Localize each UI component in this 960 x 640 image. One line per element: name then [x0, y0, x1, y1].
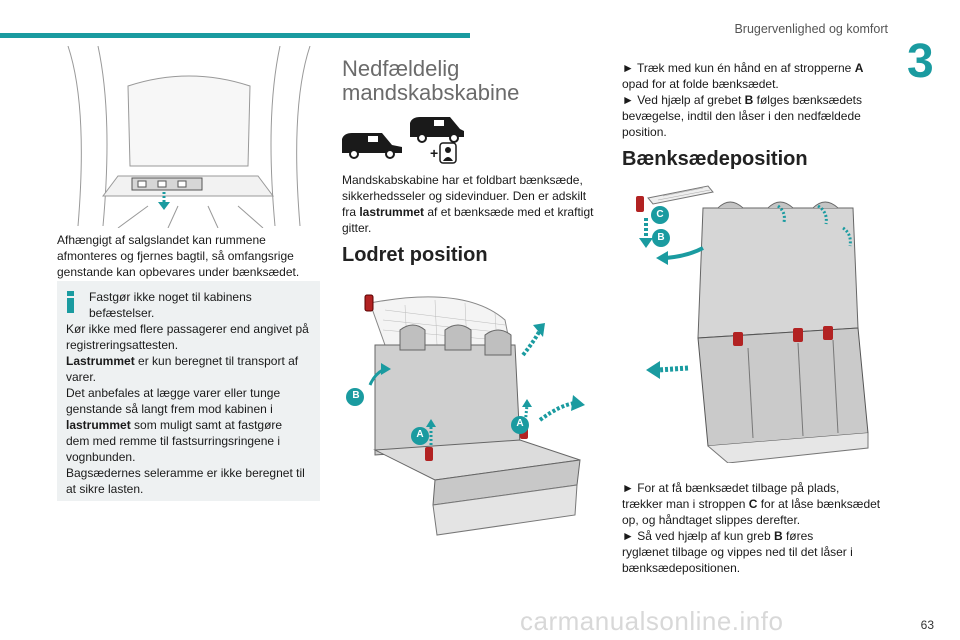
step-3-post: for at låse bænksædet	[757, 497, 881, 511]
info-icon	[67, 291, 74, 313]
step-2-line-1: ► Ved hjælp af grebet B følges bænksædet…	[622, 92, 897, 108]
step-4-post: føres	[782, 529, 814, 543]
info-line-1: Fastgør ikke noget til kabinens	[89, 290, 252, 304]
info-line-12: Bagsædernes seleramme er ikke beregnet t…	[66, 466, 305, 480]
storage-line-3: genstande kan opbevares under bænksædet.	[57, 265, 300, 279]
step-1-text: ► Træk med kun én hånd en af stropperne	[622, 61, 855, 75]
section-title: Brugervenlighed og komfort	[734, 22, 888, 36]
chapter-number: 3	[907, 35, 934, 88]
crew-cab-paragraph: Mandskabskabine har et foldbart bænksæde…	[342, 172, 612, 236]
step-2-line-3: position.	[622, 125, 667, 139]
step-4-text: ► Så ved hjælp af kun greb	[622, 529, 774, 543]
label-c-folded: C	[656, 209, 664, 220]
info-bold-lastrummet: Lastrummet	[66, 354, 135, 368]
info-line-6: varer.	[66, 370, 97, 384]
label-a-vertical-1: A	[416, 429, 424, 440]
storage-line-1: Afhængigt af salgslandet kan rummene	[57, 233, 266, 247]
step-3-bold: C	[748, 497, 758, 511]
info-line-5: Lastrummet er kun beregnet til transport…	[66, 353, 312, 369]
crew-cab-line-2: sikkerhedsseler og sidevinduer. Den er a…	[342, 189, 587, 203]
crew-cab-line-3: fra lastrummet af et bænksæde med et kra…	[342, 204, 612, 220]
info-line-11: vognbunden.	[66, 450, 136, 464]
return-instructions: ► For at få bænksædet tilbage på plads, …	[622, 480, 897, 576]
section-heading-line-1: Nedfældelig	[342, 56, 460, 81]
vertical-position-heading: Lodret position	[342, 244, 488, 266]
bench-position-heading: Bænksædeposition	[622, 148, 808, 170]
step-3-line-3: op, og håndtaget slippes derefter.	[622, 513, 801, 527]
watermark: carmanualsonline.info	[520, 606, 784, 636]
info-line-4: registreringsattesten.	[66, 338, 179, 352]
step-3-line-2: trækker man i stroppen C for at låse bæn…	[622, 496, 897, 512]
cargo-compartment-illustration	[67, 46, 311, 228]
step-4-line-1: ► Så ved hjælp af kun greb B føres	[622, 528, 897, 544]
info-line-2: befæstelser.	[89, 306, 155, 320]
info-line-8: genstande så langt frem mod kabinen i	[66, 402, 273, 416]
info-line-3: Kør ikke med flere passagerer end angive…	[66, 322, 309, 336]
info-line-13: at sikre lasten.	[66, 482, 144, 496]
section-heading-line-2: mandskabskabine	[342, 80, 520, 105]
bench-seat-folded-illustration	[636, 185, 869, 463]
step-4-line-2: ryglænet tilbage og vippes ned til det l…	[622, 545, 853, 559]
info-line-9-text: som muligt samt at fastgøre	[134, 418, 283, 432]
step-4-line-3: bænksædepositionen.	[622, 561, 741, 575]
info-line-10: dem med remme til fastsurringsringene i	[66, 434, 281, 448]
label-b-vertical: B	[352, 390, 360, 401]
info-bold-lastrummet-2: lastrummet	[66, 418, 131, 432]
info-line-7: Det anbefales at lægge varer eller tunge	[66, 386, 281, 400]
storage-line-2: afmonteres og fjernes bagtil, så omfangs…	[57, 249, 294, 263]
step-1-bold: A	[854, 61, 864, 75]
step-2-bold: B	[744, 93, 754, 107]
crew-cab-line-3-post: af et bænksæde med et kraftigt	[424, 205, 594, 219]
crew-cab-line-3-pre: fra	[342, 205, 360, 219]
crew-cab-line-1: Mandskabskabine har et foldbart bænksæde…	[342, 173, 583, 187]
step-2-text: ► Ved hjælp af grebet	[622, 93, 745, 107]
page-number: 63	[920, 618, 934, 632]
step-1-line-2: opad for at folde bænksædet.	[622, 77, 779, 91]
info-line-5-text: er kun beregnet til transport af	[138, 354, 299, 368]
section-heading: Nedfældelig mandskabskabine	[342, 57, 519, 105]
label-b-folded: B	[657, 232, 665, 243]
step-3-text: trækker man i stroppen	[622, 497, 749, 511]
crew-cab-line-3-bold: lastrummet	[359, 205, 425, 219]
header-accent-bar	[0, 33, 470, 38]
info-line-9: lastrummet som muligt samt at fastgøre	[66, 417, 312, 433]
label-a-vertical-2: A	[516, 418, 524, 429]
step-4-bold: B	[773, 529, 783, 543]
van-icons	[342, 117, 464, 164]
step-3-line-1: ► For at få bænksædet tilbage på plads,	[622, 481, 840, 495]
bench-seat-vertical-illustration	[346, 294, 585, 536]
fold-instructions: ► Træk med kun én hånd en af stropperne …	[622, 60, 897, 140]
step-2-post: følges bænksædets	[753, 93, 863, 107]
step-2-line-2: bevægelse, indtil den låser i den nedfæl…	[622, 109, 861, 123]
plus-sign: +	[430, 145, 439, 161]
step-1-line-1: ► Træk med kun én hånd en af stropperne …	[622, 60, 897, 76]
info-box: Fastgør ikke noget til kabinens befæstel…	[57, 281, 320, 501]
crew-cab-line-4: gitter.	[342, 221, 372, 235]
storage-paragraph: Afhængigt af salgslandet kan rummene afm…	[57, 232, 327, 280]
